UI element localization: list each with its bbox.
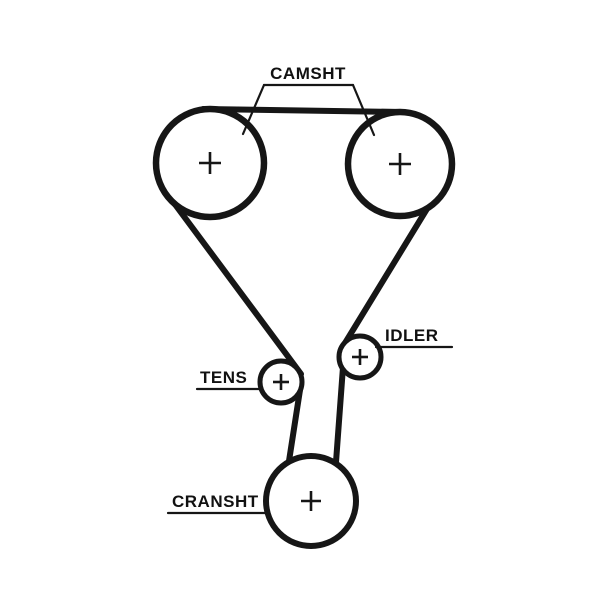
camshaft-right-cross-icon <box>389 153 411 175</box>
idler-label: IDLER <box>385 326 439 345</box>
center-marks <box>199 152 411 511</box>
tensioner-cross-icon <box>273 374 289 390</box>
belt-top-run <box>200 106 405 115</box>
leader-lines <box>166 83 454 515</box>
belt-right-upper-run <box>339 196 436 351</box>
belt-right-lower-run <box>333 364 346 465</box>
belt-left-lower-run <box>286 387 303 464</box>
idler-cross-icon <box>352 349 368 365</box>
camshaft-left-cross-icon <box>199 152 221 174</box>
camshaft-label: CAMSHT <box>270 64 346 83</box>
belt-left-upper-run <box>171 200 304 377</box>
belt-runs <box>171 106 436 465</box>
labels: CAMSHT IDLER TENS CRANSHT <box>172 64 439 511</box>
camshaft-left-leader-line <box>241 83 266 136</box>
crankshaft-label: CRANSHT <box>172 492 259 511</box>
camshaft-right-leader-line <box>351 83 376 137</box>
crankshaft-cross-icon <box>301 491 321 511</box>
tensioner-label: TENS <box>200 368 247 387</box>
